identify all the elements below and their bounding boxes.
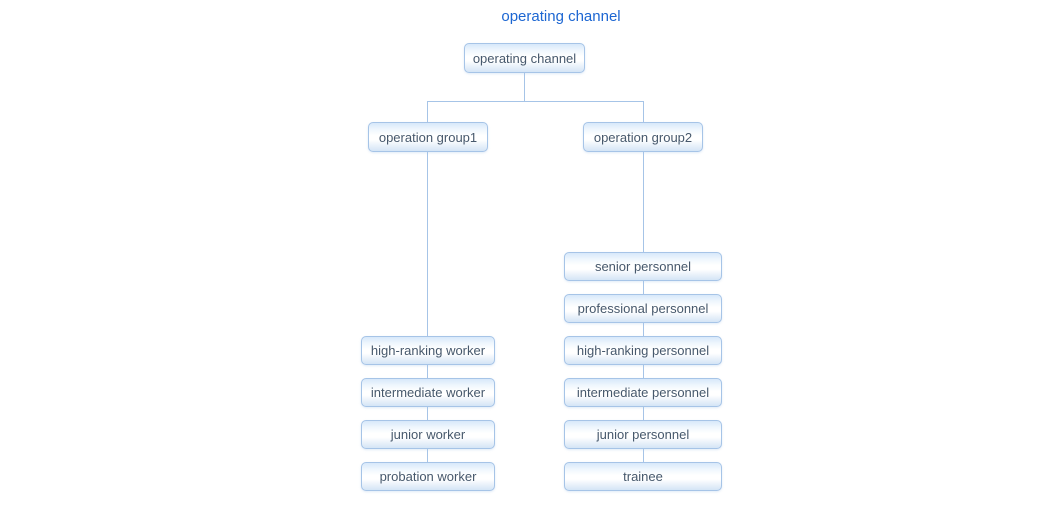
connector-right-gap [643, 365, 644, 378]
connector-right-gap [643, 407, 644, 420]
connector-root-down [524, 73, 525, 101]
node-operating-channel[interactable]: operating channel [464, 43, 585, 73]
connector-right-gap [643, 281, 644, 294]
connector-main-horizontal [427, 101, 644, 102]
connector-right-gap [643, 323, 644, 336]
node-intermediate-worker[interactable]: intermediate worker [361, 378, 495, 407]
node-trainee[interactable]: trainee [564, 462, 722, 491]
node-professional-personnel[interactable]: professional personnel [564, 294, 722, 323]
connector-left-gap [427, 407, 428, 420]
node-operation-group1[interactable]: operation group1 [368, 122, 488, 152]
node-senior-personnel[interactable]: senior personnel [564, 252, 722, 281]
node-operation-group2[interactable]: operation group2 [583, 122, 703, 152]
node-junior-personnel[interactable]: junior personnel [564, 420, 722, 449]
node-junior-worker[interactable]: junior worker [361, 420, 495, 449]
node-probation-worker[interactable]: probation worker [361, 462, 495, 491]
connector-left-gap [427, 449, 428, 462]
chart-title: operating channel [501, 8, 621, 25]
node-high-ranking-worker[interactable]: high-ranking worker [361, 336, 495, 365]
connector-to-group2 [643, 101, 644, 122]
connector-to-group1 [427, 101, 428, 122]
connector-right-gap [643, 449, 644, 462]
connector-left-gap [427, 365, 428, 378]
node-intermediate-personnel[interactable]: intermediate personnel [564, 378, 722, 407]
connector-group1-chain [427, 152, 428, 336]
connector-group2-chain [643, 152, 644, 252]
node-high-ranking-personnel[interactable]: high-ranking personnel [564, 336, 722, 365]
